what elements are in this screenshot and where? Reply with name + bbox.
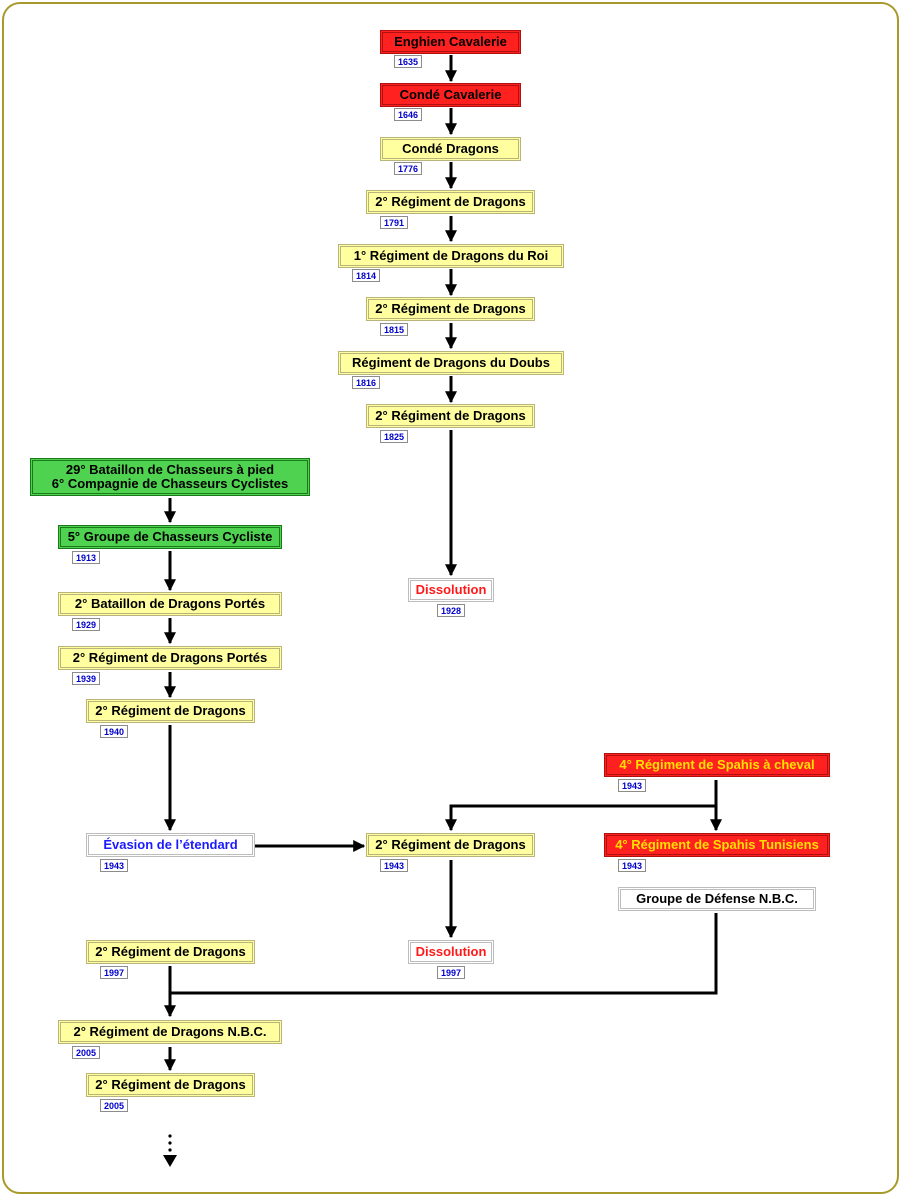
node-2-bataillon-dragons-portes: 2° Bataillon de Dragons Portés [58, 592, 282, 616]
date-badge: 1997 [100, 966, 128, 979]
date-badge: 1928 [437, 604, 465, 617]
date-badge: 1939 [72, 672, 100, 685]
date-badge: 1913 [72, 551, 100, 564]
node-1-regiment-dragons-du-roi: 1° Régiment de Dragons du Roi [338, 244, 564, 268]
date-badge: 1635 [394, 55, 422, 68]
date-badge: 1791 [380, 216, 408, 229]
date-badge: 1997 [437, 966, 465, 979]
date-badge: 1929 [72, 618, 100, 631]
date-badge: 1825 [380, 430, 408, 443]
node-regiment-dragons-du-doubs: Régiment de Dragons du Doubs [338, 351, 564, 375]
date-badge: 1816 [352, 376, 380, 389]
date-badge: 1940 [100, 725, 128, 738]
node-dissolution-1928: Dissolution [408, 578, 494, 602]
node-dissolution-1997: Dissolution [408, 940, 494, 964]
date-badge: 1776 [394, 162, 422, 175]
node-2-regiment-dragons-1815: 2° Régiment de Dragons [366, 297, 535, 321]
date-badge: 1943 [618, 779, 646, 792]
node-2-regiment-dragons-portes: 2° Régiment de Dragons Portés [58, 646, 282, 670]
date-badge: 1815 [380, 323, 408, 336]
node-groupe-defense-nbc: Groupe de Défense N.B.C. [618, 887, 816, 911]
node-29-bataillon-chasseurs: 29° Bataillon de Chasseurs à pied 6° Com… [30, 458, 310, 496]
node-5-groupe-chasseurs-cycliste: 5° Groupe de Chasseurs Cycliste [58, 525, 282, 549]
date-badge: 1943 [100, 859, 128, 872]
arrow-spahis-to-1943 [445, 780, 718, 832]
node-enghien-cavalerie: Enghien Cavalerie [380, 30, 521, 54]
node-2-regiment-dragons-1940: 2° Régiment de Dragons [86, 699, 255, 723]
date-badge: 1646 [394, 108, 422, 121]
continuation-arrow [163, 1155, 177, 1167]
date-badge: 2005 [100, 1099, 128, 1112]
continuation-dot [168, 1141, 172, 1145]
date-badge: 2005 [72, 1046, 100, 1059]
node-2-regiment-dragons-1791: 2° Régiment de Dragons [366, 190, 535, 214]
date-badge: 1943 [618, 859, 646, 872]
continuation-dot [168, 1148, 172, 1152]
node-2-regiment-dragons-1997: 2° Régiment de Dragons [86, 940, 255, 964]
node-2-regiment-dragons-1825: 2° Régiment de Dragons [366, 404, 535, 428]
node-conde-dragons: Condé Dragons [380, 137, 521, 161]
continuation-dot [168, 1134, 172, 1138]
date-badge: 1814 [352, 269, 380, 282]
date-badge: 1943 [380, 859, 408, 872]
node-2-regiment-dragons-1943: 2° Régiment de Dragons [366, 833, 535, 857]
node-2-regiment-dragons-2005: 2° Régiment de Dragons [86, 1073, 255, 1097]
node-4-regiment-spahis-tunisiens: 4° Régiment de Spahis Tunisiens [604, 833, 830, 857]
line-groupe-nbc-merge [170, 913, 718, 995]
node-conde-cavalerie: Condé Cavalerie [380, 83, 521, 107]
node-4-regiment-spahis-cheval: 4° Régiment de Spahis à cheval [604, 753, 830, 777]
node-evasion-etendard: Évasion de l’étendard [86, 833, 255, 857]
node-2-regiment-dragons-nbc: 2° Régiment de Dragons N.B.C. [58, 1020, 282, 1044]
